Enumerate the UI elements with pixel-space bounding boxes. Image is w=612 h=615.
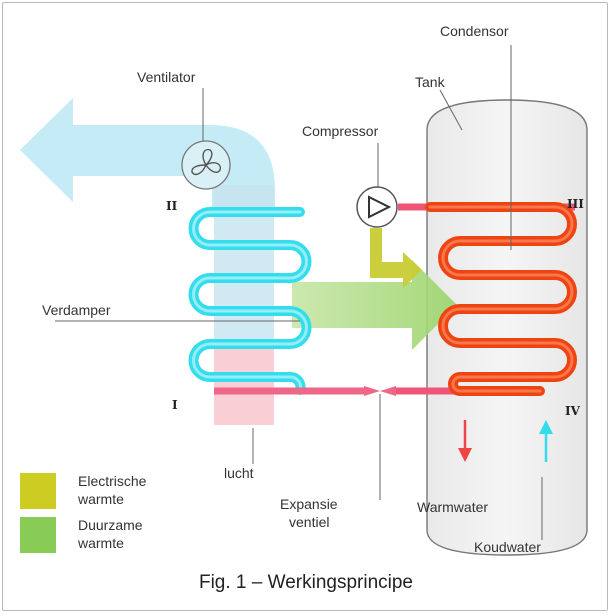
marker-iii: III [567, 197, 584, 211]
label-tank: Tank [415, 74, 445, 90]
electric-heat-arrow [370, 228, 422, 288]
legend-renewable-line2: warmte [78, 535, 124, 551]
legend-renewable-line1: Duurzame [78, 517, 143, 533]
label-lucht: lucht [224, 465, 254, 481]
marker-iv: IV [565, 404, 580, 418]
expansion-valve [364, 386, 396, 396]
figure-caption: Fig. 1 – Werkingsprincipe [198, 572, 414, 593]
marker-i: I [172, 398, 178, 412]
compressor-icon [356, 186, 398, 228]
label-expansie-line1: Expansie [280, 496, 338, 512]
label-ventilator: Ventilator [137, 69, 196, 85]
label-warmwater: Warmwater [417, 499, 489, 515]
fan-blades [191, 148, 222, 176]
label-expansie-line2: ventiel [289, 514, 330, 530]
warm-water-arrow [458, 420, 472, 462]
legend-electric-line1: Electrische [78, 473, 147, 489]
renewable-heat-arrow [292, 260, 457, 350]
air-column-warm [214, 340, 274, 425]
legend-electric-line2: warmte [78, 491, 124, 507]
label-condensor: Condensor [440, 23, 509, 39]
legend-swatch-electric [20, 473, 56, 509]
label-koudwater: Koudwater [474, 539, 541, 555]
marker-ii: II [166, 199, 178, 213]
legend-swatch-renewable [20, 517, 56, 553]
cold-water-arrow [539, 420, 553, 462]
tank [426, 99, 588, 556]
label-verdamper: Verdamper [42, 302, 111, 318]
air-flow-arrow [20, 98, 275, 212]
label-compressor: Compressor [302, 123, 379, 139]
leader-lines [55, 45, 543, 540]
